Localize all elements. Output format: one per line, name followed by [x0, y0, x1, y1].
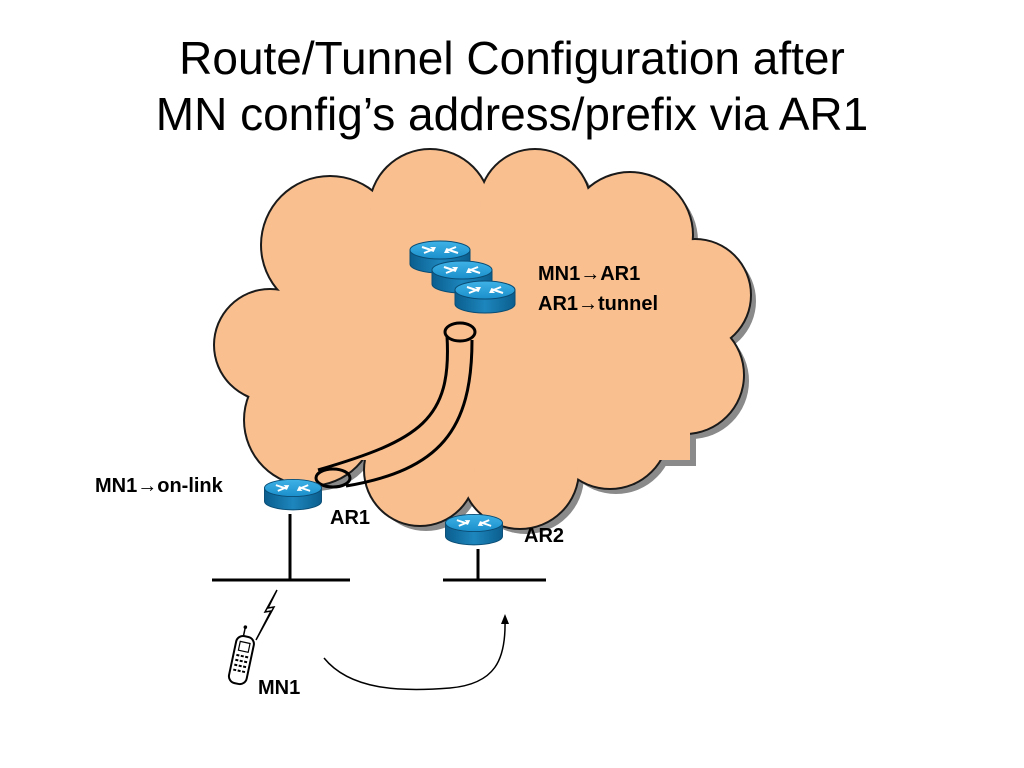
core-router-icon [454, 280, 516, 314]
title-line-2: MN config’s address/prefix via AR1 [155, 88, 869, 140]
slide-title: Route/Tunnel Configuration after MN conf… [0, 30, 1024, 142]
title-line-1: Route/Tunnel Configuration after [179, 32, 845, 84]
ar1-label: AR1 [330, 507, 370, 529]
ar2-label: AR2 [524, 525, 564, 547]
tunnel [314, 321, 477, 489]
ar2-router-icon [444, 513, 504, 546]
wireless-signal-icon [255, 589, 278, 641]
core-route-line-1: MN1→AR1 [538, 263, 640, 285]
core-route-line-2: AR1→tunnel [538, 293, 658, 315]
ar1-router-icon [263, 478, 323, 511]
movement-arrow [323, 614, 509, 691]
mobile-phone-icon [227, 625, 255, 686]
access-links [212, 514, 546, 582]
ar1-route-label: MN1→on-link [95, 475, 224, 497]
network-cloud [213, 148, 752, 530]
mn-label: MN1 [258, 677, 300, 699]
